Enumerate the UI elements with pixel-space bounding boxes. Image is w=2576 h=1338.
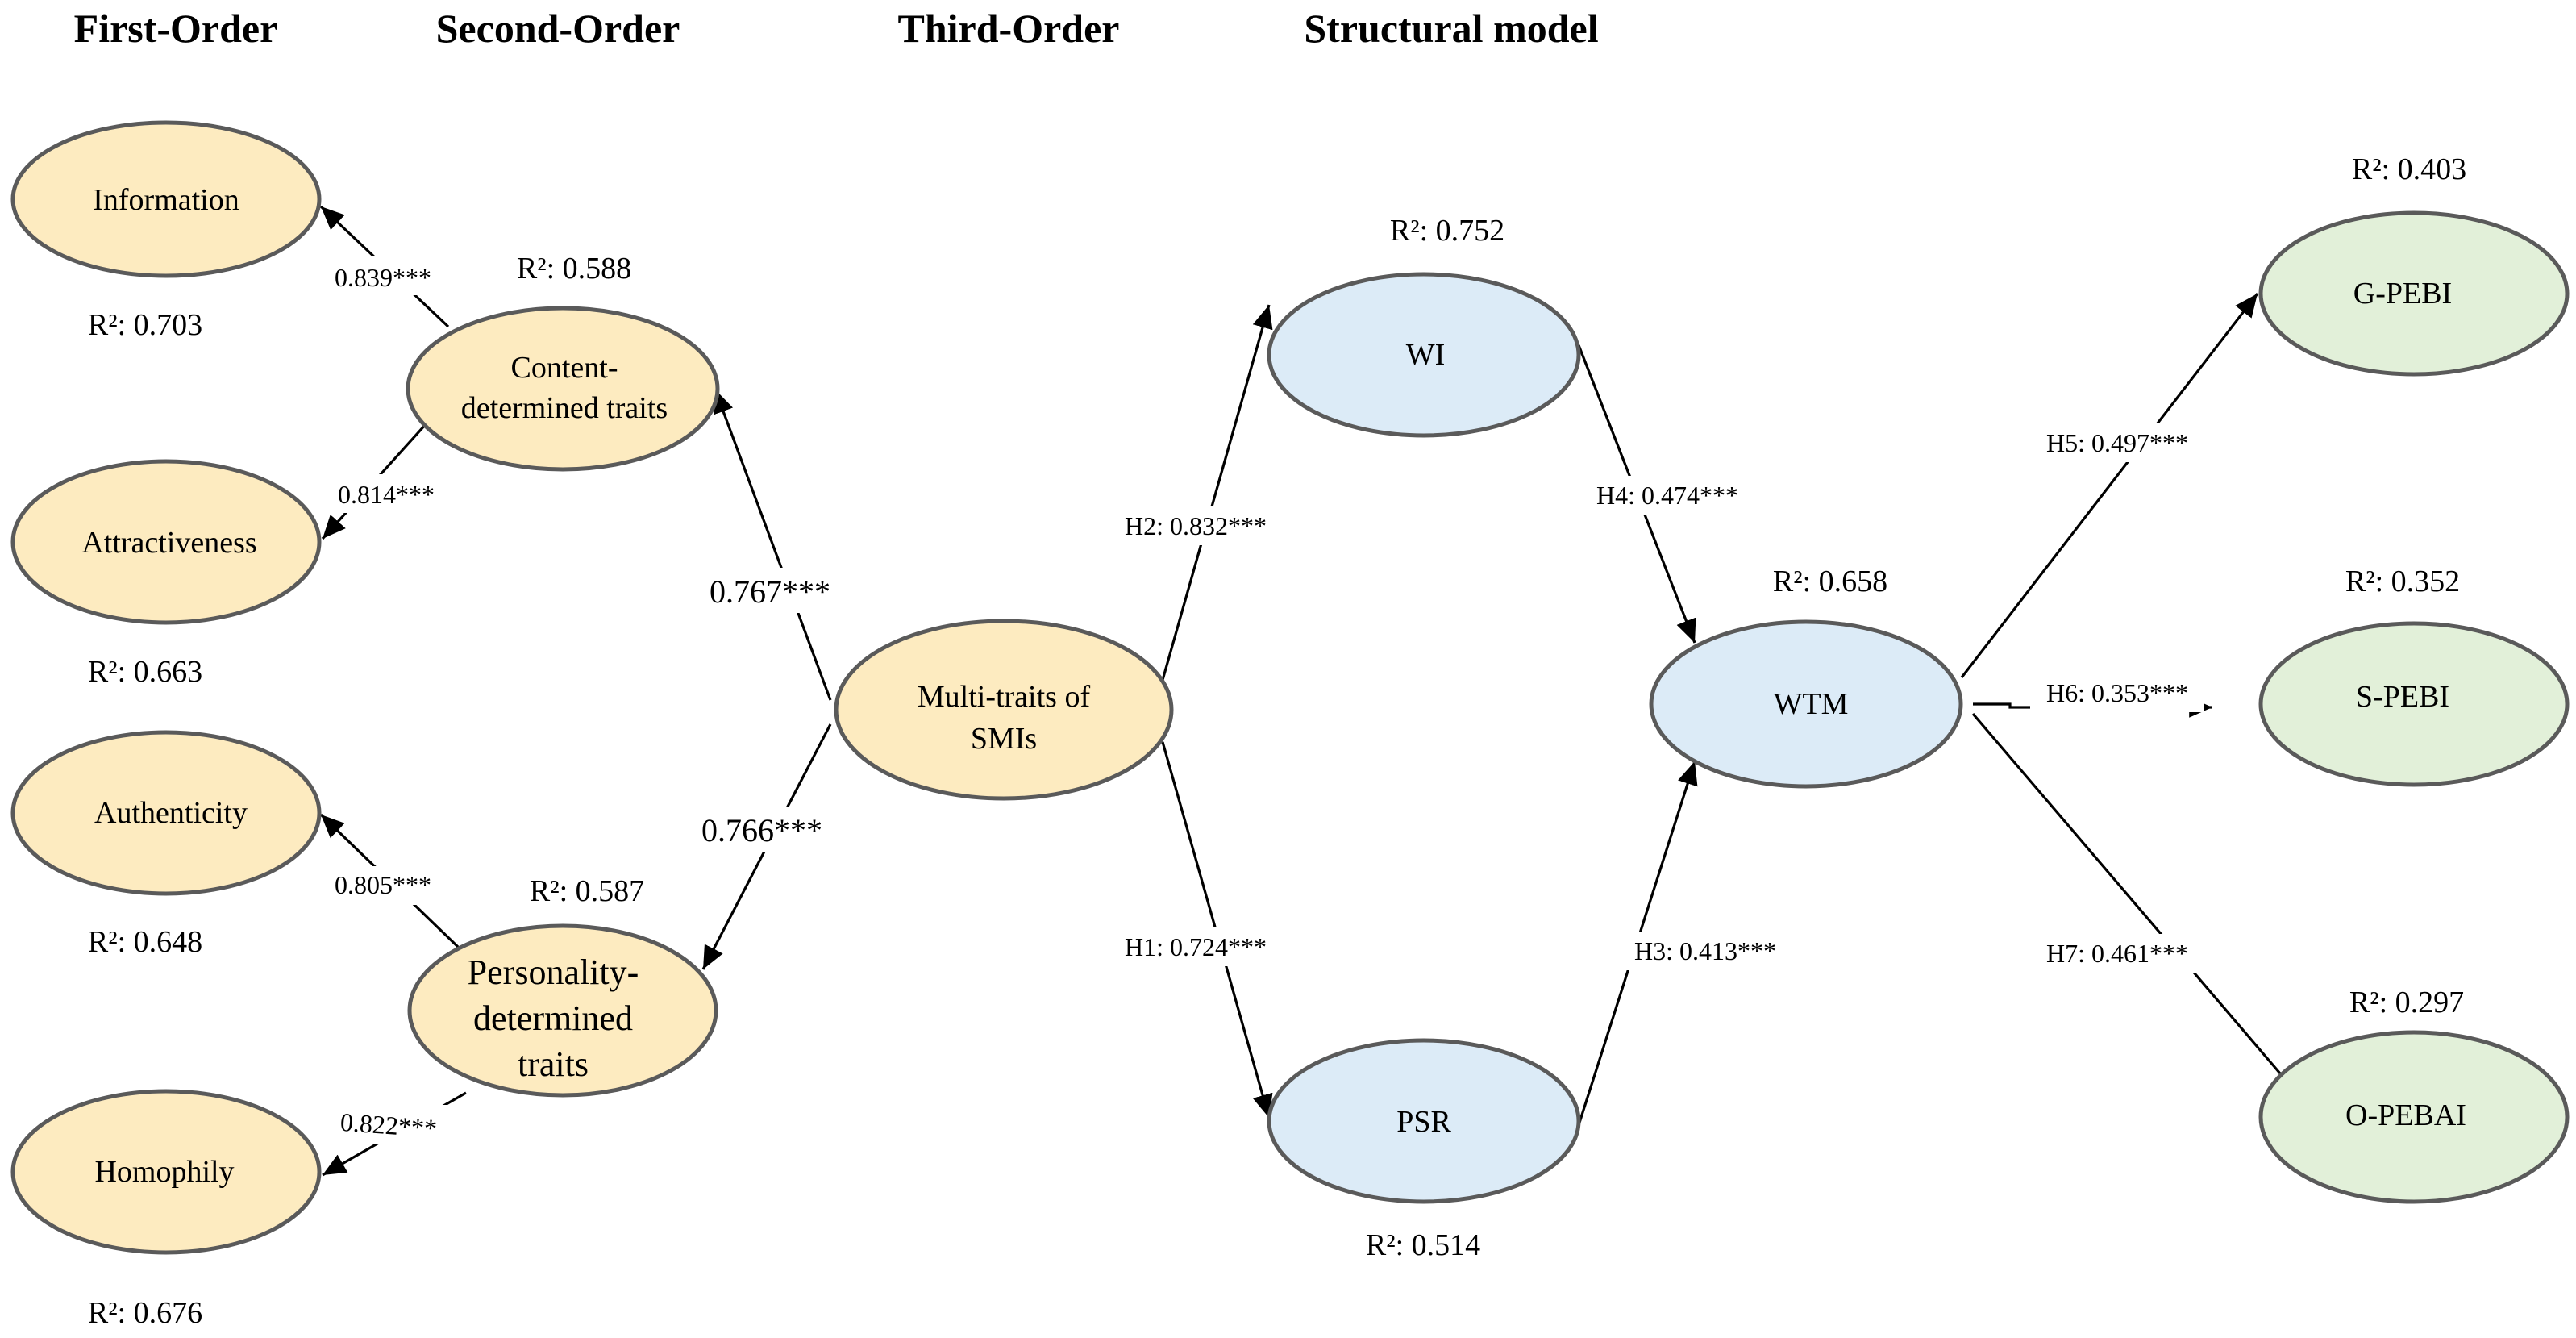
label-bg-h7 (2030, 934, 2204, 973)
r2-content: R²: 0.588 (517, 252, 631, 286)
header-third-order: Third-Order (898, 6, 1120, 51)
path-label-information: 0.839*** (335, 263, 431, 292)
label-bg-h2 (1111, 506, 1280, 545)
node-s-pebi-label: S-PEBI (2356, 680, 2449, 714)
path-h2-multi-wi (1161, 304, 1273, 681)
r2-o-pebai: R²: 0.297 (2349, 986, 2464, 1019)
path-label-h5: H5: 0.497*** (2046, 428, 2188, 457)
label-bg-content (695, 568, 848, 613)
path-label-content: 0.767*** (710, 573, 830, 610)
node-authenticity-label: Authenticity (94, 796, 248, 830)
node-attractiveness (10, 459, 322, 625)
r2-wtm: R²: 0.658 (1773, 565, 1887, 598)
node-homophily-label: Homophily (94, 1155, 234, 1189)
node-authenticity (10, 730, 322, 896)
path-label-h1: H1: 0.724*** (1125, 932, 1267, 961)
label-bg-h3 (1617, 932, 1794, 970)
node-wtm (1649, 619, 1963, 789)
path-h5-wtm-gpebi (1960, 293, 2259, 678)
node-wtm-label: WTM (1774, 687, 1849, 721)
node-content-determined-traits (406, 306, 720, 472)
header-structural-model: Structural model (1304, 6, 1598, 51)
r2-wi: R²: 0.752 (1390, 214, 1504, 248)
r2-personality: R²: 0.587 (530, 874, 644, 908)
label-bg-homophily (331, 1105, 452, 1144)
node-information (10, 120, 322, 278)
path-label-authenticity: 0.805*** (335, 870, 431, 899)
node-g-pebi (2258, 210, 2570, 377)
r2-psr: R²: 0.514 (1366, 1228, 1480, 1262)
path-label-attractiveness: 0.814*** (338, 480, 435, 509)
node-g-pebi-label: G-PEBI (2353, 277, 2452, 311)
header-first-order: First-Order (74, 6, 278, 51)
node-o-pebai-label: O-PEBAI (2345, 1098, 2466, 1132)
label-bg-information (323, 256, 443, 295)
r2-s-pebi: R²: 0.352 (2345, 565, 2460, 598)
r2-information: R²: 0.703 (88, 308, 202, 342)
path-label-personality: 0.766*** (701, 812, 822, 848)
label-bg-h4 (1579, 476, 1756, 515)
label-bg-personality (689, 807, 843, 852)
label-bg-h1 (1111, 927, 1280, 966)
node-attractiveness-label: Attractiveness (81, 526, 256, 560)
node-content-label-line1: Content- (511, 351, 618, 385)
node-personality-label-line1: Personality- (468, 952, 639, 992)
header-second-order: Second-Order (436, 6, 680, 51)
node-psr-label: PSR (1396, 1105, 1451, 1139)
node-multi-label-line1: Multi-traits of (918, 680, 1091, 714)
node-personality-label-line3: traits (518, 1044, 589, 1084)
path-h7-wtm-opebai (1971, 712, 2282, 1075)
node-content-label-line2: determined traits (461, 391, 668, 425)
r2-authenticity: R²: 0.648 (88, 925, 202, 959)
node-o-pebai (2258, 1030, 2570, 1204)
node-personality-label-line2: determined (473, 998, 633, 1038)
label-bg-h6 (2030, 673, 2204, 712)
node-s-pebi (2258, 621, 2570, 787)
path-label-h3: H3: 0.413*** (1634, 936, 1776, 965)
r2-homophily: R²: 0.676 (88, 1296, 202, 1330)
node-psr (1267, 1038, 1581, 1204)
path-label-h6: H6: 0.353*** (2046, 678, 2188, 707)
node-multi-traits-of-smis (834, 619, 1174, 801)
node-personality-determined-traits (407, 923, 718, 1098)
label-bg-authenticity (323, 866, 443, 905)
r2-attractiveness: R²: 0.663 (88, 655, 202, 689)
node-multi-label-line2: SMIs (971, 722, 1037, 756)
label-bg-attractiveness (326, 474, 447, 513)
path-label-homophily: 0.822*** (339, 1107, 438, 1143)
path-label-h7: H7: 0.461*** (2046, 939, 2188, 968)
node-homophily (10, 1089, 322, 1255)
node-wi-label: WI (1406, 338, 1446, 372)
node-information-label: Information (93, 183, 239, 217)
r2-g-pebi: R²: 0.403 (2352, 152, 2466, 186)
path-multi-content (714, 389, 832, 701)
node-wi (1267, 272, 1581, 438)
path-label-h4: H4: 0.474*** (1596, 481, 1738, 510)
path-label-h2: H2: 0.832*** (1125, 511, 1267, 540)
label-bg-h5 (2030, 423, 2204, 462)
